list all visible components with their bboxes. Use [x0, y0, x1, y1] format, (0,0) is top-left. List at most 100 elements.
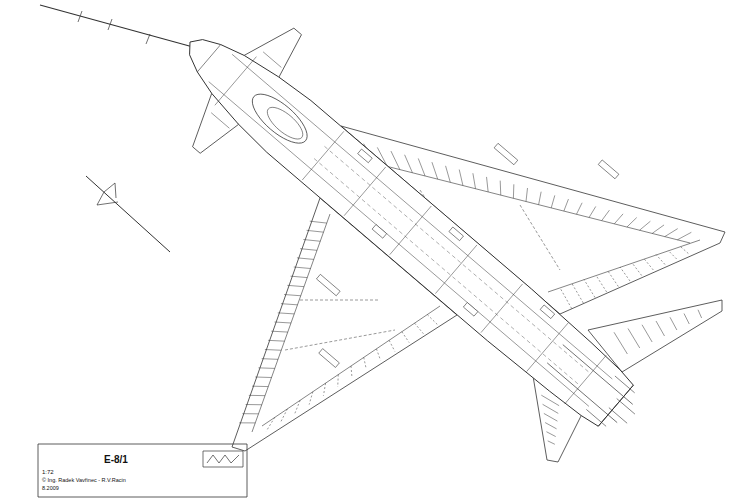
frame-line — [344, 167, 386, 216]
canard-line — [211, 113, 229, 129]
wing-hatch — [487, 177, 489, 192]
wing-hatch — [614, 214, 623, 224]
wing-hatch — [255, 377, 271, 379]
stabilizer-hatch — [546, 432, 555, 437]
nozzle-line — [615, 376, 635, 393]
access-panel — [463, 302, 478, 316]
stabilizer-hatch — [642, 325, 652, 342]
wing-hatch — [262, 358, 278, 360]
fuselage — [190, 40, 634, 427]
flap-hatch — [560, 288, 572, 309]
drawing-title: E-8/1 — [104, 454, 128, 465]
stabilizer-hatch — [543, 404, 559, 413]
flap-hatch — [323, 383, 325, 396]
flap-hatch — [632, 263, 642, 276]
access-panel — [372, 225, 387, 239]
flap-hatch — [596, 275, 607, 292]
wing-hatch — [271, 331, 287, 333]
panel-line — [232, 54, 612, 379]
wing-hatch — [281, 304, 298, 305]
wing-hatch — [297, 258, 314, 260]
access-panel — [358, 149, 373, 163]
flap-hatch — [364, 357, 367, 369]
wing-hatch — [391, 151, 400, 170]
flap-hatch — [608, 271, 618, 286]
wing-hatch — [258, 367, 274, 369]
flap-hatch — [281, 409, 288, 422]
nozzle-edge — [598, 385, 633, 426]
stabilizer-hatch — [614, 332, 627, 354]
frame-line — [302, 131, 344, 180]
title-block-note: © Ing. Radek Vavřinec - R.V.Racin — [42, 477, 126, 483]
wing-hatch — [405, 155, 413, 173]
flap-hatch — [295, 400, 300, 413]
wing-hatch — [576, 203, 582, 215]
panel-line — [209, 82, 589, 407]
wing-hatch — [294, 267, 311, 269]
wing-hatch — [287, 285, 304, 286]
flap-hatch — [644, 259, 653, 270]
wing-hatch — [446, 166, 451, 183]
pylon — [494, 143, 518, 164]
flap-hatch — [415, 323, 424, 334]
wing-hatch — [310, 221, 327, 223]
pitot-vane — [108, 19, 112, 30]
pylon — [319, 349, 340, 368]
wing-hatch — [242, 413, 258, 414]
stabilizer-hatch — [548, 441, 555, 444]
flap-line — [548, 240, 700, 292]
nose-cone-line — [197, 45, 220, 72]
flap-hatch — [402, 332, 409, 343]
wing-hatch — [278, 313, 295, 314]
title-block-note: 1:72 — [42, 469, 54, 476]
wing-hatch — [300, 249, 317, 251]
frame-line — [527, 323, 569, 372]
wing-hatch — [564, 199, 569, 211]
flap-hatch — [351, 366, 352, 378]
wing-hatch — [291, 276, 308, 277]
pitot-vane — [78, 11, 82, 22]
flap-hatch — [584, 280, 595, 298]
frame-line — [215, 57, 257, 106]
frame-line — [481, 284, 523, 333]
flap-hatch — [620, 267, 630, 281]
flap-line — [262, 306, 440, 426]
probe-fin — [104, 183, 116, 198]
nozzle-line — [586, 409, 606, 426]
wing-hatch — [303, 240, 320, 242]
flap-hatch — [656, 255, 665, 265]
stabilizer-hatch — [698, 310, 702, 318]
ventral-fin — [547, 363, 617, 423]
stabilizer-hatch — [656, 321, 665, 336]
flap-hatch — [389, 340, 395, 351]
stabilizer-hatch — [544, 413, 558, 421]
wing-hatch — [602, 210, 610, 221]
probe-line — [86, 176, 170, 252]
flap-hatch — [337, 375, 339, 387]
frame-line — [435, 245, 477, 294]
wing-hatch — [246, 404, 262, 405]
wing-hatch — [589, 206, 596, 217]
wing-hatch — [513, 184, 514, 198]
stabilizer-hatch — [545, 423, 556, 429]
flap-hatch — [668, 250, 677, 259]
wing-hatch — [432, 162, 438, 179]
wing-hatch — [275, 322, 292, 323]
wing-hatch — [500, 181, 502, 196]
wing-hatch — [526, 188, 528, 202]
wing-panel-line — [252, 214, 330, 432]
flap-hatch — [572, 284, 583, 303]
frame-line — [390, 206, 432, 255]
wing-hatch — [284, 295, 301, 296]
wing-hatch — [551, 195, 555, 208]
canopy-glass — [267, 107, 302, 139]
wing-hatch — [307, 230, 324, 232]
ventral-fin — [563, 345, 633, 405]
probe-fin — [97, 192, 118, 205]
wing-panel-line — [520, 205, 560, 270]
wing-hatch — [249, 395, 265, 396]
wing-hatch — [418, 158, 425, 176]
stabilizer-hatch — [670, 317, 677, 330]
wing-hatch — [473, 173, 476, 189]
